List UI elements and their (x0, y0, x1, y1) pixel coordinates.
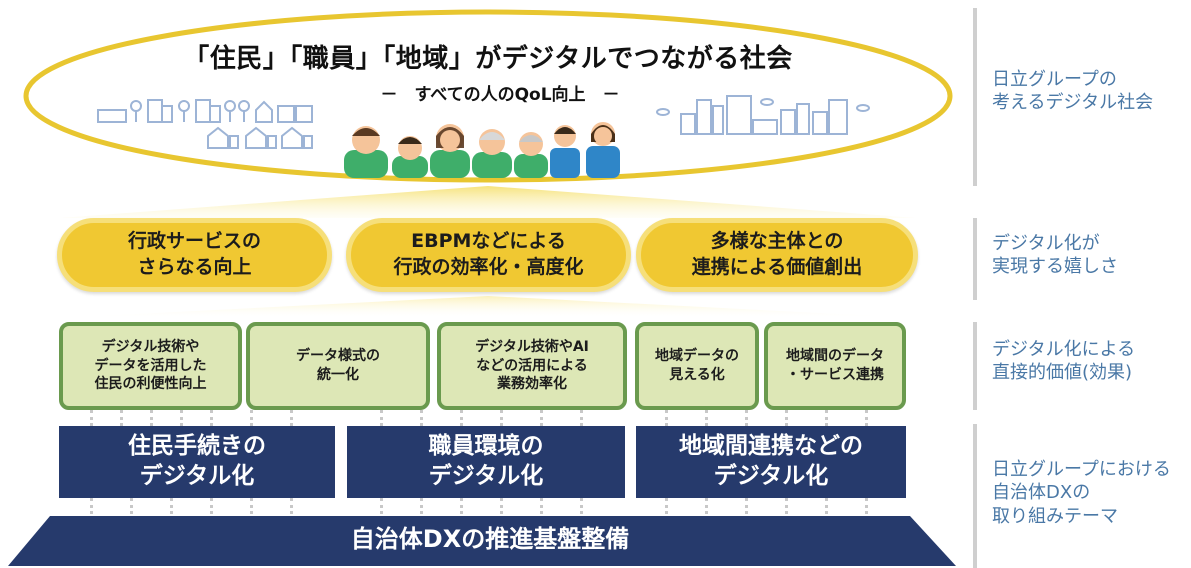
side-label-effects: デジタル化による 直接的価値(効果) (992, 339, 1136, 384)
theme-box-regional-collaboration: 地域間連携などの デジタル化 (636, 426, 906, 498)
theme-box-resident-procedures: 住民手続きの デジタル化 (59, 426, 335, 498)
theme-box-staff-environment: 職員環境の デジタル化 (347, 426, 625, 498)
effect-box-work-efficiency: デジタル技術やAI などの活用による 業務効率化 (437, 322, 627, 410)
effect-box-resident-convenience: デジタル技術や データを活用した 住民の利便性向上 (59, 322, 242, 410)
side-bar-vision (973, 8, 977, 186)
effect-box-regional-linkage: 地域間のデータ ・サービス連携 (764, 322, 906, 410)
value-pill-collaboration: 多様な主体との 連携による価値創出 (636, 218, 918, 292)
family-people-icon (344, 122, 620, 178)
side-bar-themes (973, 424, 977, 568)
foundation-label: 自治体DXの推進基盤整備 (350, 525, 630, 553)
side-label-values: デジタル化が 実現する嬉しさ (992, 233, 1118, 278)
vision-ellipse (22, 8, 954, 184)
city-skyline-left-icon (97, 99, 313, 149)
vision-ellipse-shape (23, 9, 953, 183)
side-bar-effects (973, 322, 977, 410)
side-label-vision: 日立グループの 考えるデジタル社会 (992, 69, 1154, 114)
city-skyline-right-icon (656, 95, 870, 135)
value-pill-efficiency: EBPMなどによる 行政の効率化・高度化 (346, 218, 631, 292)
effect-box-data-format: データ様式の 統一化 (246, 322, 430, 410)
vision-title: 「住民」「職員」「地域」がデジタルでつながる社会 (183, 44, 793, 74)
effect-box-data-visualization: 地域データの 見える化 (635, 322, 759, 410)
side-bar-values (973, 218, 977, 300)
side-label-themes: 日立グループにおける 自治体DXの 取り組みテーマ (992, 459, 1171, 527)
value-pill-service: 行政サービスの さらなる向上 (57, 218, 332, 292)
vision-subtitle: － すべての人のQoL向上 － (380, 85, 620, 105)
